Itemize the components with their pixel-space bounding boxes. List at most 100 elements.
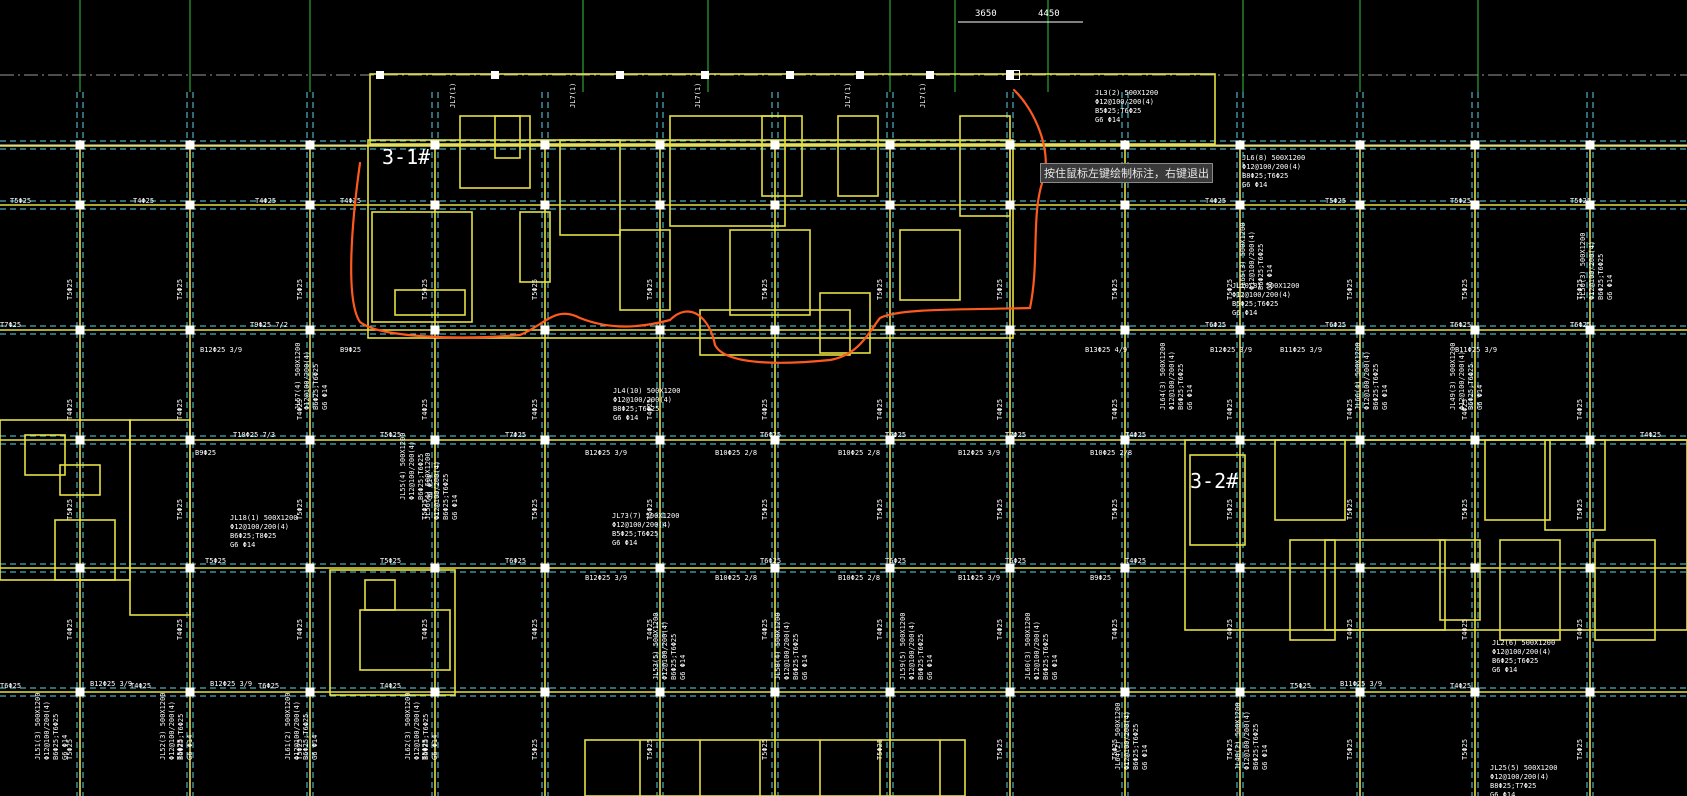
building-3-2-outline <box>1184 439 1687 631</box>
beam-tag-rotated: B6Φ25;T6Φ25 <box>1177 364 1185 410</box>
column <box>491 71 499 79</box>
beam-tag-rotated: JL60(3) 500X1200 <box>1024 613 1032 680</box>
rebar-label: T6Φ25 <box>885 557 906 565</box>
rebar-label: T5Φ25 <box>1450 197 1471 205</box>
rebar-label: T4Φ25 <box>421 619 429 640</box>
rebar-label: B12Φ25 3/9 <box>1210 346 1252 354</box>
beam-outline <box>394 289 466 316</box>
rebar-label: T5Φ25 <box>1346 499 1354 520</box>
column <box>770 563 780 573</box>
rebar-label: T5Φ25 <box>531 499 539 520</box>
beam-tag-rotated: B6Φ25;T6Φ25 <box>1042 634 1050 680</box>
beam-outline <box>1289 539 1336 641</box>
beam-tag-rotated: Φ12@100/200(4) <box>1248 231 1256 290</box>
rebar-label: T5Φ25 <box>1226 279 1234 300</box>
beam-tag-rotated: Φ12@100/200(4) <box>1033 621 1041 680</box>
rebar-label: T4Φ25 <box>1125 557 1146 565</box>
rebar-label: T4Φ25 <box>646 619 654 640</box>
rebar-label: T5Φ25 <box>1226 739 1234 760</box>
rebar-label: B12Φ25 3/9 <box>200 346 242 354</box>
beam-tag-jl2: Φ12@100/200(4) <box>1492 648 1551 656</box>
beam-tag-rotated: Φ12@100/200(4) <box>43 701 51 760</box>
rebar-label: B11Φ25 3/9 <box>1455 346 1497 354</box>
rebar-label: B12Φ25 3/9 <box>958 449 1000 457</box>
rebar-label: T5Φ25 <box>876 499 884 520</box>
beam-tag-jl18: B6Φ25;T8Φ25 <box>230 532 276 540</box>
rebar-label: B11Φ25 3/9 <box>1340 680 1382 688</box>
cursor-pickbox <box>1006 70 1020 80</box>
rebar-label: T4Φ25 <box>1111 399 1119 420</box>
rebar-label: T6Φ25 <box>1570 321 1591 329</box>
dimension-label: 4450 <box>1038 9 1060 19</box>
column <box>430 563 440 573</box>
beam-tag-jl3: Φ12@100/200(4) <box>1095 98 1154 106</box>
beam-tag-jl4: JL4(10) 500X1200 <box>613 387 680 395</box>
column <box>885 687 895 697</box>
rebar-label: T7Φ25 <box>1005 431 1026 439</box>
rebar-label: T5Φ25 <box>996 279 1004 300</box>
column <box>655 687 665 697</box>
column <box>185 435 195 445</box>
beam-outline <box>1594 539 1656 641</box>
beam-outline <box>519 211 551 283</box>
column <box>770 687 780 697</box>
column <box>185 140 195 150</box>
beam-tag-rotated: G6 Φ14 <box>801 655 809 680</box>
beam-tag-rotated: G6 Φ14 <box>431 735 439 760</box>
rebar-label: T4Φ25 <box>1205 197 1226 205</box>
rebar-label: T4Φ25 <box>176 619 184 640</box>
column <box>1585 563 1595 573</box>
beam-tag-rotated: JL55(4) 500X1200 <box>399 433 407 500</box>
beam-tag-rotated: Φ12@100/200(4) <box>1168 351 1176 410</box>
rebar-label: T5Φ25 <box>876 279 884 300</box>
beam-tag-rotated: G6 Φ14 <box>1266 265 1274 290</box>
rebar-label: T5Φ25 <box>421 499 429 520</box>
column <box>430 435 440 445</box>
rebar-label: T5Φ25 <box>1570 197 1591 205</box>
column <box>655 435 665 445</box>
column <box>305 200 315 210</box>
beam-tag-rotated: B6Φ25;T6Φ25 <box>177 714 185 760</box>
column <box>926 71 934 79</box>
column <box>616 71 624 79</box>
rebar-label: T4Φ25 <box>421 399 429 420</box>
rebar-label: T5Φ25 <box>380 557 401 565</box>
column <box>885 435 895 445</box>
rebar-label: B10Φ25 2/8 <box>838 449 880 457</box>
beam-tag-rotated: G6 Φ14 <box>1141 745 1149 770</box>
beam-tag-rotated: G6 Φ14 <box>61 735 69 760</box>
rebar-label: T4Φ25 <box>761 399 769 420</box>
rebar-label: B11Φ25 3/9 <box>958 574 1000 582</box>
beam-tag-jl2: B6Φ25;T6Φ25 <box>1492 657 1538 665</box>
beam-tag-jl18: G6 Φ14 <box>230 541 255 549</box>
column <box>1235 200 1245 210</box>
rebar-label: T5Φ25 <box>1346 279 1354 300</box>
column <box>1120 325 1130 335</box>
beam-tag-rotated: G6 Φ14 <box>186 735 194 760</box>
rebar-label: T4Φ25 <box>646 399 654 420</box>
column <box>1235 435 1245 445</box>
rebar-label: T5Φ25 <box>421 279 429 300</box>
beam-tag-rotated: Φ12@100/200(4) <box>293 701 301 760</box>
beam-tag-rotated: JL49(3) 500X1200 <box>1449 343 1457 410</box>
beam-tag-rotated: G6 Φ14 <box>679 655 687 680</box>
rebar-label: T5Φ25 <box>761 739 769 760</box>
column <box>1235 563 1245 573</box>
beam-tag-rotated: JL57(4) 500X1200 <box>294 343 302 410</box>
rebar-label: T6Φ25 <box>760 431 781 439</box>
beam-tag-rotated: JL59(5) 500X1200 <box>899 613 907 680</box>
column <box>655 140 665 150</box>
column <box>1005 140 1015 150</box>
rebar-label: B9Φ25 <box>1090 574 1111 582</box>
column <box>540 200 550 210</box>
beam-outline <box>1439 539 1481 621</box>
beam-tag-jl18: Φ12@100/200(4) <box>230 523 289 531</box>
column <box>540 140 550 150</box>
beam-tag-jl2: G6 Φ14 <box>1492 666 1517 674</box>
rebar-label: T4Φ25 <box>1640 431 1661 439</box>
beam-tag-rotated: B6Φ25;T6Φ25 <box>312 364 320 410</box>
rebar-label: B12Φ25 3/9 <box>585 574 627 582</box>
column <box>75 325 85 335</box>
